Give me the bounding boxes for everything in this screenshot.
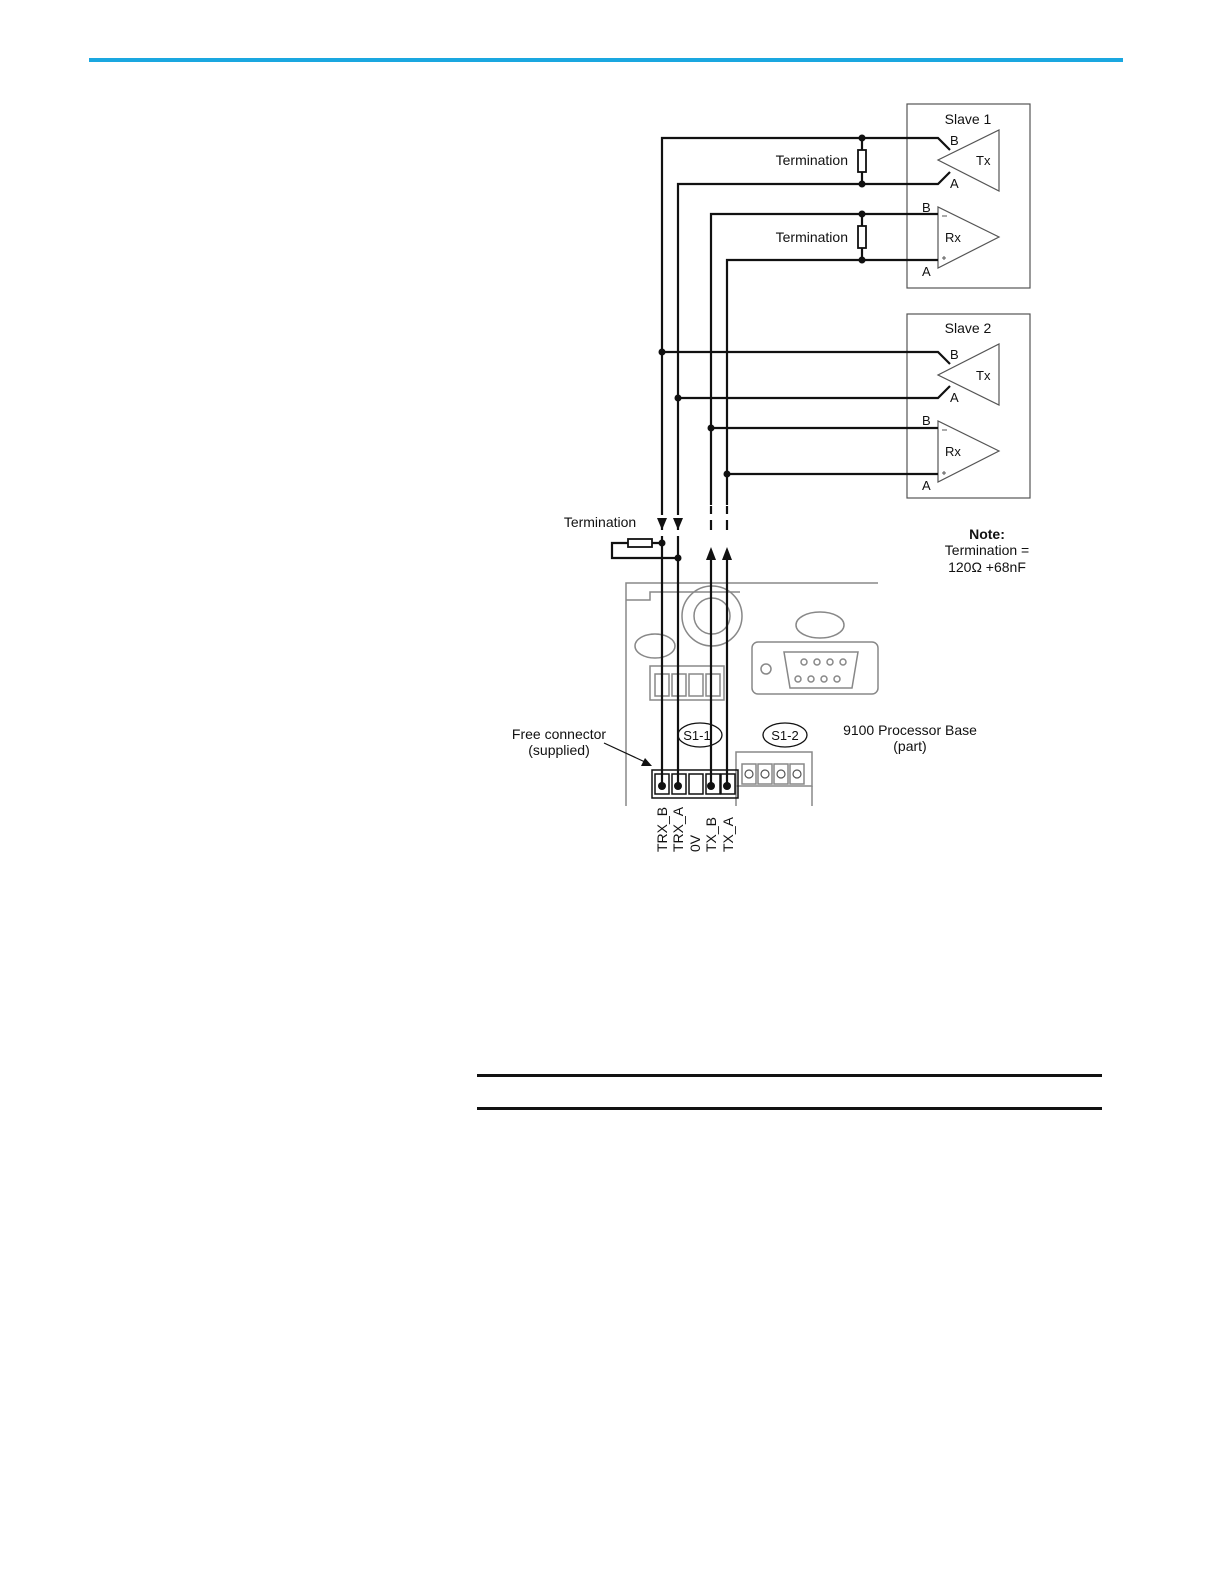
- wire-tx-a: [727, 260, 938, 505]
- wire-tx-b: [711, 214, 938, 505]
- signal-arrows: [657, 518, 732, 560]
- termination-resistors: [628, 150, 866, 547]
- s1-1-label: S1-1: [683, 728, 710, 743]
- free-connector-label-line2: (supplied): [528, 742, 589, 758]
- slave1-title: Slave 1: [945, 111, 992, 127]
- note-title: Note:: [969, 526, 1005, 542]
- table-top-rule: [477, 1074, 1102, 1077]
- slave1-rx-termination-resistor: [858, 226, 866, 248]
- note-line1: Termination =: [945, 542, 1029, 558]
- slave2-tx-label: Tx: [976, 368, 991, 383]
- processor-base-illustration: [626, 583, 878, 806]
- slave2-rx-a-label: A: [922, 478, 931, 493]
- slave1-tx-termination-label: Termination: [776, 152, 848, 168]
- pin-label-tx-a: TX_A: [720, 816, 736, 852]
- slave1-rx-a-label: A: [922, 264, 931, 279]
- master-termination-resistor: [628, 539, 652, 547]
- master-termination-label: Termination: [564, 514, 636, 530]
- note-line2: 120Ω +68nF: [948, 559, 1026, 575]
- pin-label-trx-a: TRX_A: [670, 806, 686, 852]
- s1-2-terminal-screws: [745, 770, 801, 778]
- slave2-tx-b-label: B: [950, 347, 959, 362]
- slave1-tx-a-label: A: [950, 176, 959, 191]
- table-bottom-rule: [477, 1107, 1102, 1110]
- slave1-rx-label: Rx: [945, 230, 961, 245]
- pin-label-0v: 0V: [687, 834, 703, 852]
- slave2-rx-b-label: B: [922, 413, 931, 428]
- free-connector-pointer: [604, 743, 652, 766]
- slave1-tx-b-label: B: [950, 133, 959, 148]
- free-connector-label-line1: Free connector: [512, 726, 606, 742]
- processor-base-label-line1: 9100 Processor Base: [843, 722, 977, 738]
- slave1-rx-termination-label: Termination: [776, 229, 848, 245]
- slave2-tx-a-label: A: [950, 390, 959, 405]
- pin-label-trx-b: TRX_B: [654, 807, 670, 852]
- slave2-title: Slave 2: [945, 320, 992, 336]
- slave1-tx-termination-resistor: [858, 150, 866, 172]
- slave2-rx-label: Rx: [945, 444, 961, 459]
- wire-trx-a: [678, 172, 950, 505]
- slave2-box: [907, 314, 1030, 498]
- pin-label-tx-b: TX_B: [703, 817, 719, 852]
- slave1-tx-label: Tx: [976, 153, 991, 168]
- processor-base-label-line2: (part): [893, 738, 926, 754]
- slave1-rx-b-label: B: [922, 200, 931, 215]
- s1-2-label: S1-2: [771, 728, 798, 743]
